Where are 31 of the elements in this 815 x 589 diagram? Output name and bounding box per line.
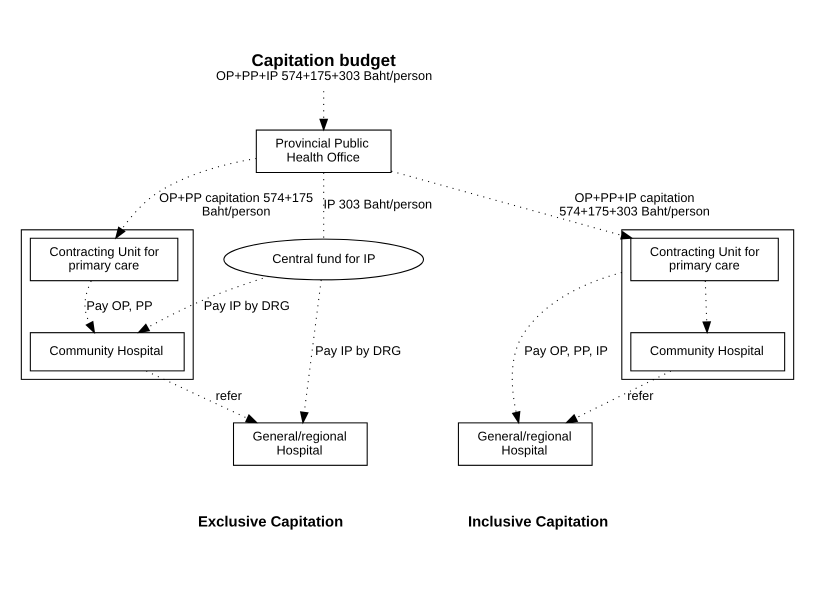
node-box: General/regional Hospital — [458, 422, 593, 466]
edge-label: refer — [627, 388, 654, 404]
arrow — [84, 280, 96, 334]
arrow — [391, 170, 634, 240]
node-box: Community Hospital — [30, 332, 185, 372]
arrow — [300, 280, 322, 424]
arrow — [114, 158, 256, 240]
edge-label: IP 303 Baht/person — [323, 196, 432, 212]
edge-label: Pay IP by DRG — [204, 298, 290, 313]
node-box: Provincial Public Health Office — [256, 130, 392, 174]
node-box: Contracting Unit for primary care — [30, 238, 178, 282]
node-box: General/regional Hospital — [232, 422, 368, 466]
arrow — [564, 370, 672, 424]
edge-label: refer — [216, 388, 242, 404]
arrow — [702, 281, 712, 334]
edge-label: Pay OP, PP — [86, 298, 153, 313]
edge-label: OP+PP+IP capitation 574+175+303 Baht/person — [559, 190, 710, 219]
node-text: Capitation budget OP+PP+IP 574+175+303 Baht/person — [216, 51, 432, 83]
arrow — [319, 91, 328, 132]
node-ellipse: Central fund for IP — [223, 238, 424, 280]
edge-label: Pay IP by DRG — [315, 343, 402, 358]
label: Exclusive Capitation — [198, 514, 344, 531]
cluster — [20, 229, 194, 380]
arrow — [512, 272, 622, 424]
node-box: Community Hospital — [630, 332, 786, 372]
label: Inclusive Capitation — [468, 514, 608, 531]
edge-label: OP+PP capitation 574+175 Baht/person — [159, 190, 314, 219]
edge-label: Pay OP, PP, IP — [524, 343, 608, 358]
arrow — [146, 370, 258, 424]
arrow — [136, 276, 269, 334]
node-box: Contracting Unit for primary care — [630, 238, 779, 282]
